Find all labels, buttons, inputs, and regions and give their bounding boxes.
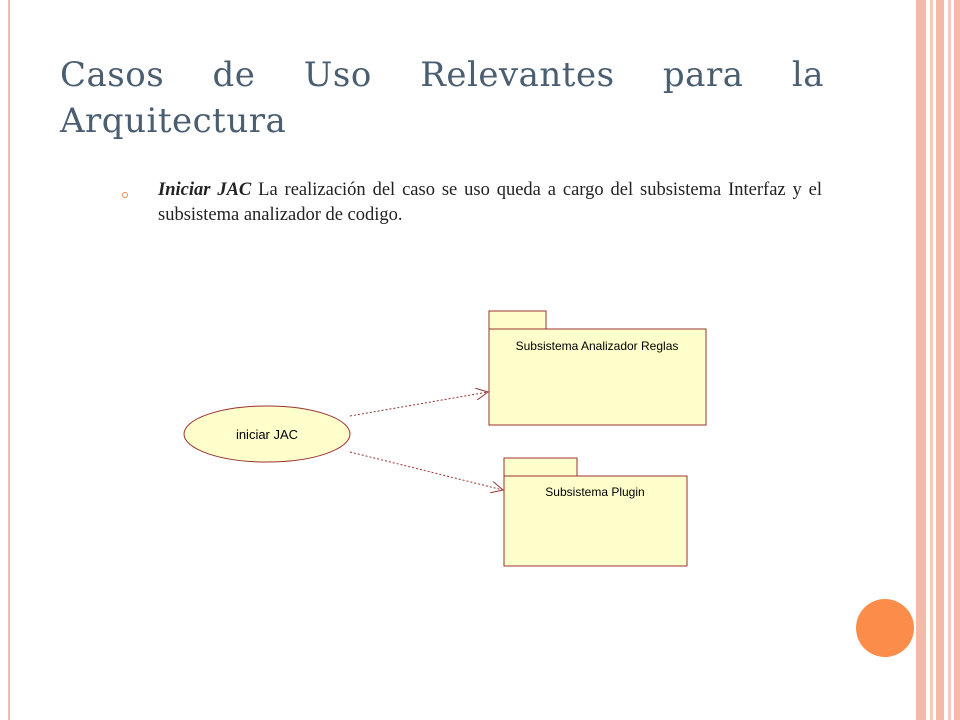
package-analizador-reglas[interactable]: Subsistema Analizador Reglas xyxy=(488,310,707,426)
package-label-plugin: Subsistema Plugin xyxy=(545,485,644,499)
orange-circle-decoration xyxy=(856,599,914,657)
bullet-bold-text: Iniciar JAC xyxy=(158,180,252,200)
slide-frame xyxy=(8,0,918,720)
bullet-text: Iniciar JAC La realización del caso se u… xyxy=(158,178,822,228)
bullet-dot-icon xyxy=(122,192,128,198)
dependency-arrow-plugin xyxy=(349,451,503,490)
bullet-body-text: La realización del caso se uso queda a c… xyxy=(158,180,822,225)
package-label-reglas: Subsistema Analizador Reglas xyxy=(516,339,679,353)
dependency-arrow-reglas xyxy=(349,392,488,417)
decorative-stripes xyxy=(918,0,960,720)
use-case-label: iniciar JAC xyxy=(236,427,298,442)
slide-title: Casos de Uso Relevantes para la Arquitec… xyxy=(60,55,824,141)
package-plugin[interactable]: Subsistema Plugin xyxy=(503,457,688,567)
use-case-iniciar-jac[interactable]: iniciar JAC xyxy=(183,405,351,463)
bullet-item: Iniciar JAC La realización del caso se u… xyxy=(122,178,822,228)
